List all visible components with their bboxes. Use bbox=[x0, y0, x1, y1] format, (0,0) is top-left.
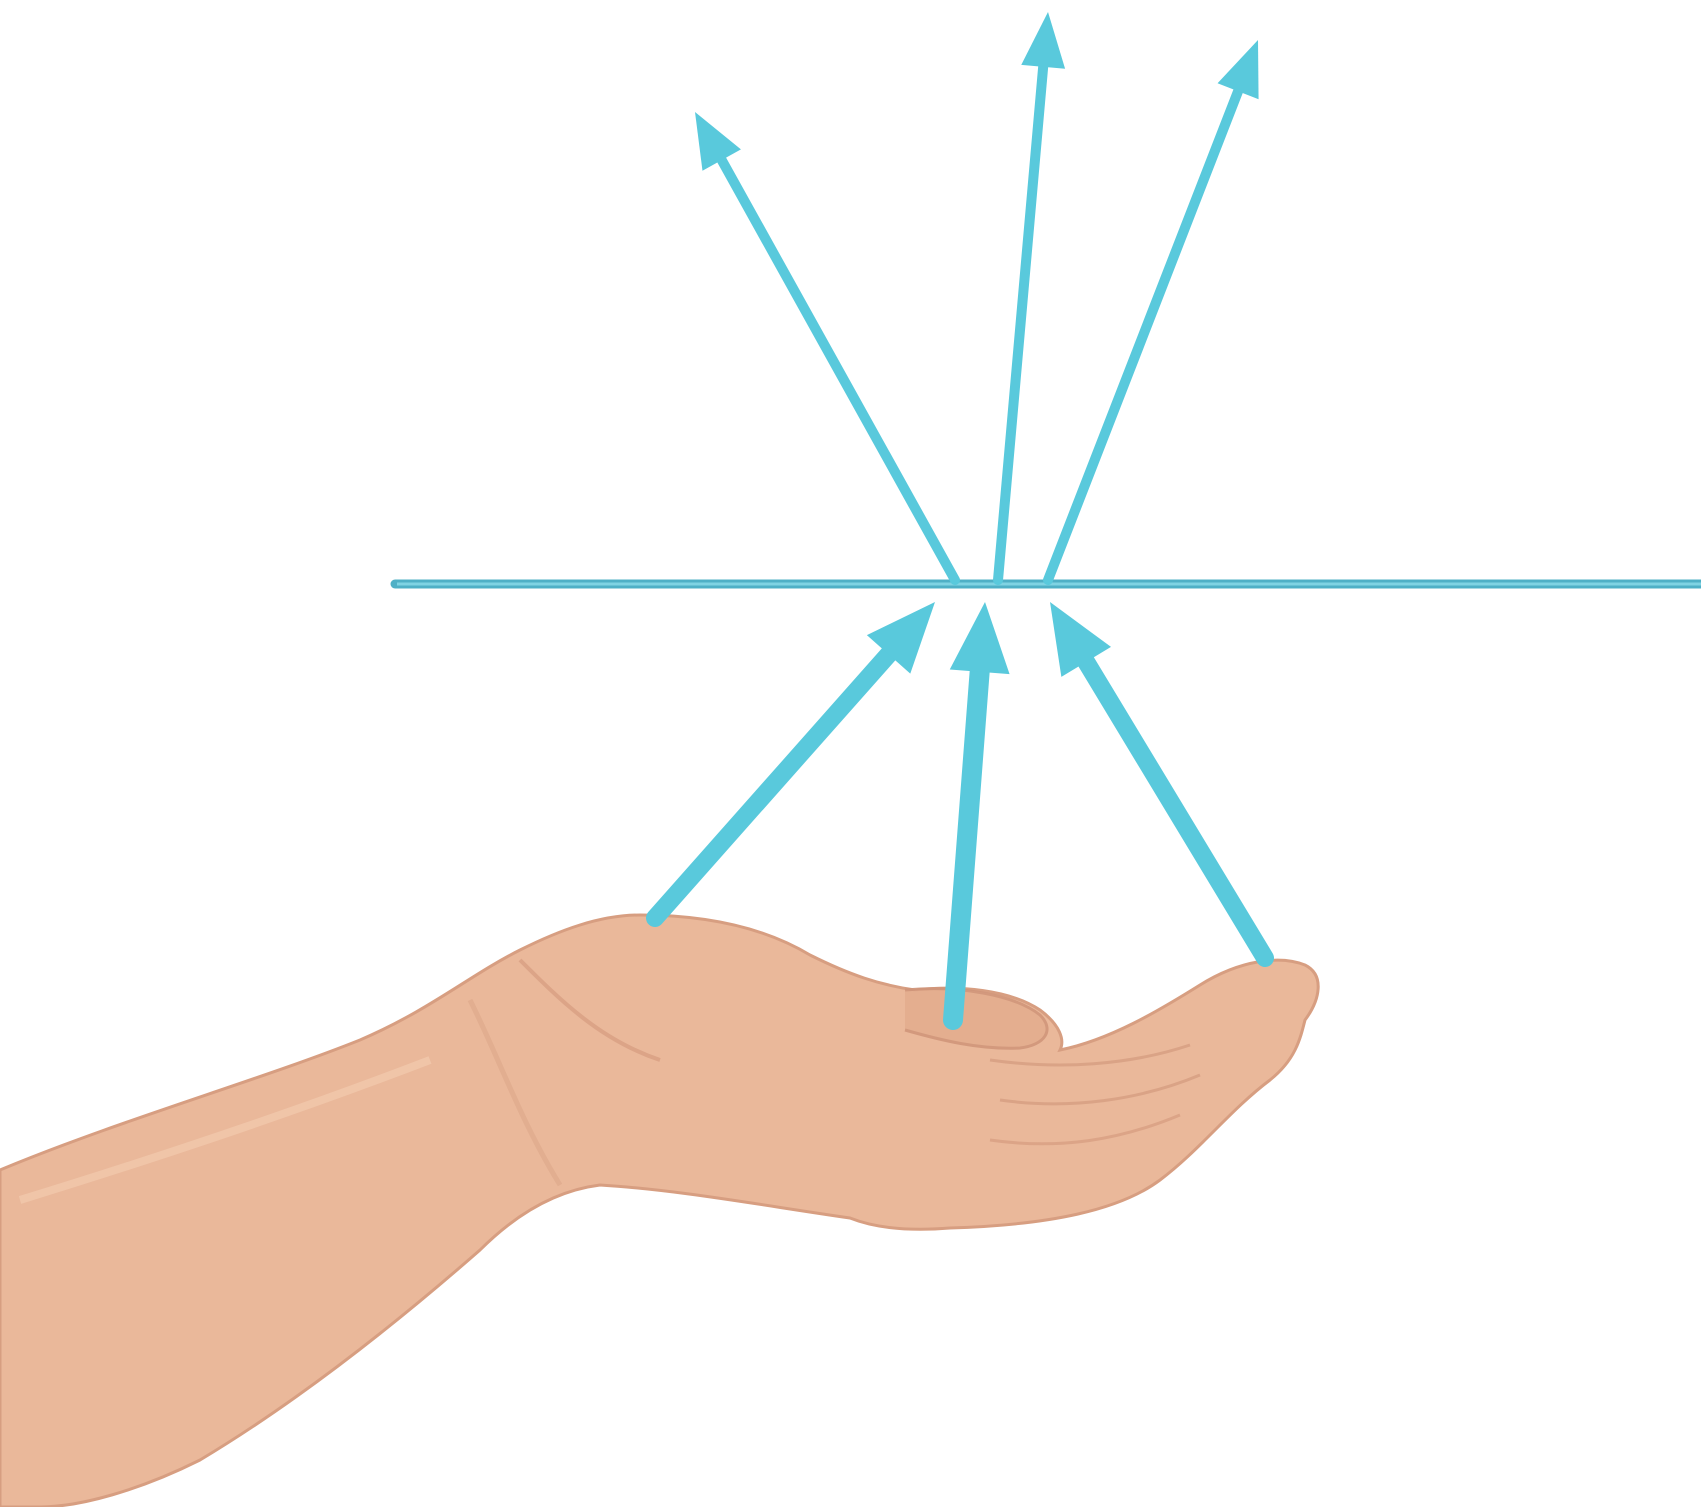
refracted-arrow-left bbox=[695, 112, 955, 580]
incident-arrow-right-shaft bbox=[1084, 658, 1265, 958]
refracted-arrow-right bbox=[1048, 40, 1259, 580]
incident-arrow-right bbox=[1050, 602, 1265, 958]
incident-arrow-left bbox=[655, 602, 935, 918]
refracted-arrows bbox=[695, 12, 1259, 580]
refracted-arrow-right-shaft bbox=[1048, 88, 1240, 580]
refracted-arrow-left-shaft bbox=[720, 157, 955, 580]
incident-arrow-center-head bbox=[950, 602, 1010, 674]
incident-arrow-center-shaft bbox=[953, 668, 980, 1020]
refracted-arrow-center bbox=[998, 12, 1065, 580]
incident-arrow-left-shaft bbox=[655, 651, 891, 918]
hand-shape bbox=[0, 915, 1318, 1507]
refracted-arrow-center-head bbox=[1021, 12, 1065, 69]
hand-icon bbox=[0, 915, 1318, 1507]
refracted-arrow-right-head bbox=[1218, 40, 1259, 99]
refracted-arrow-left-head bbox=[695, 112, 741, 171]
refracted-arrow-center-shaft bbox=[998, 63, 1044, 580]
incident-arrow-center bbox=[950, 602, 1010, 1020]
